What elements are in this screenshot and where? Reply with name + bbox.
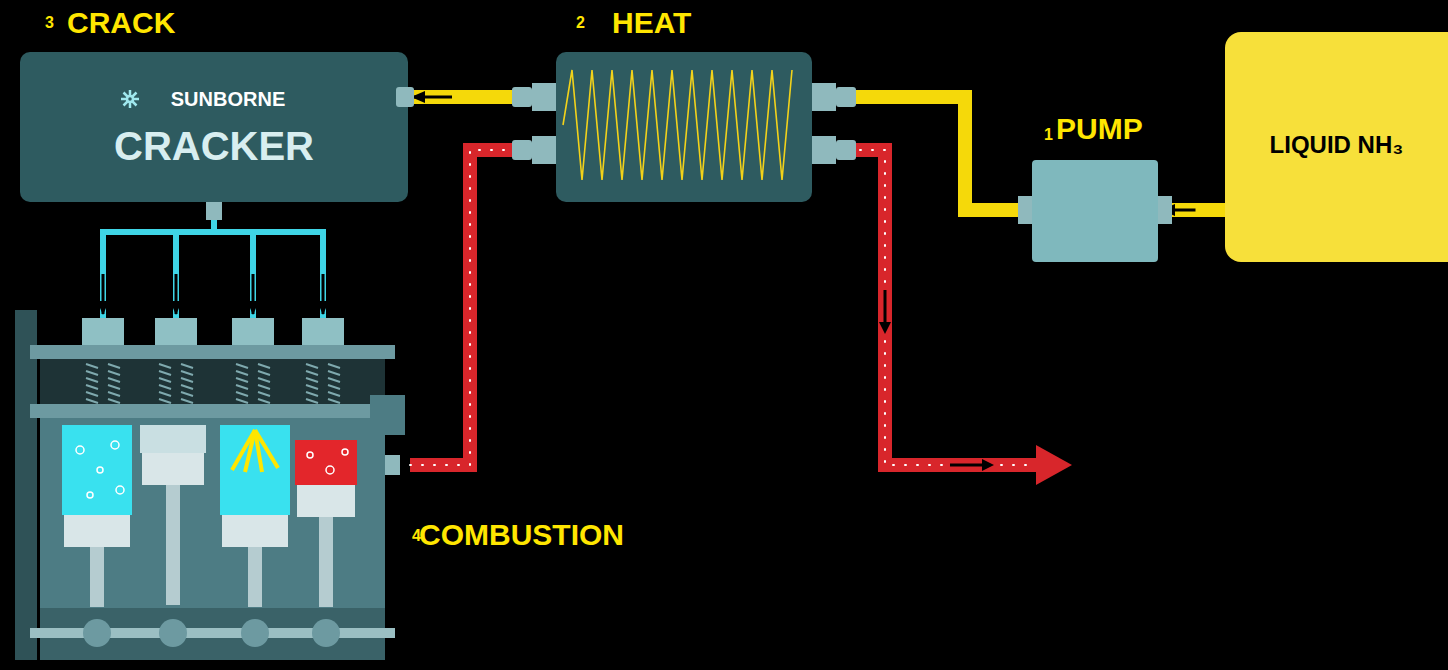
flow-pipe [408,97,556,98]
pump-box: PUMP [1032,160,1158,262]
flow-arrow [252,274,255,314]
flow-arrow [816,96,856,99]
flow-pipe [812,97,1032,210]
flow-pipe [410,150,556,465]
bubbles [410,150,556,465]
flow-arrow [512,149,552,152]
flow-arrow [412,96,452,99]
callout-number: 2 [576,14,585,32]
pipe [214,202,253,318]
heat-exchanger: HEAT [556,52,812,202]
logo-gear [121,90,139,108]
callout-number: 1 [1044,126,1053,144]
engine-illustration [15,310,405,660]
heat-coil [563,70,792,180]
unit-name: CRACKER [114,124,314,168]
pipe-fittings [206,83,1172,475]
engine: COMBUSTION [15,318,410,670]
pipe [103,202,214,318]
ammonia-tank: LIQUID NH₃ [1225,32,1448,262]
callout-number: 4 [412,527,421,545]
step-heading: HEAT [612,6,691,39]
flow-pipe [1158,210,1225,211]
flow-arrow [175,274,178,314]
step-heading: COMBUSTION [419,518,624,551]
cracker-box: CRACKSUNBORNECRACKER [20,52,408,202]
step-heading: CRACK [67,6,175,39]
brand-name: SUNBORNE [171,88,285,110]
callout-number: 3 [45,14,54,32]
flow-arrow [1162,209,1196,212]
flow-arrow [102,274,105,314]
pipe [214,202,323,318]
pipe [176,202,214,318]
step-heading: PUMP [1056,112,1143,145]
flow-arrow [322,274,325,314]
pipe [1158,203,1225,217]
pipe [812,97,1032,210]
flow-pipe [103,202,323,318]
tank-label: LIQUID NH₃ [1270,132,1404,158]
pipe [408,90,556,104]
pipe [410,150,556,465]
